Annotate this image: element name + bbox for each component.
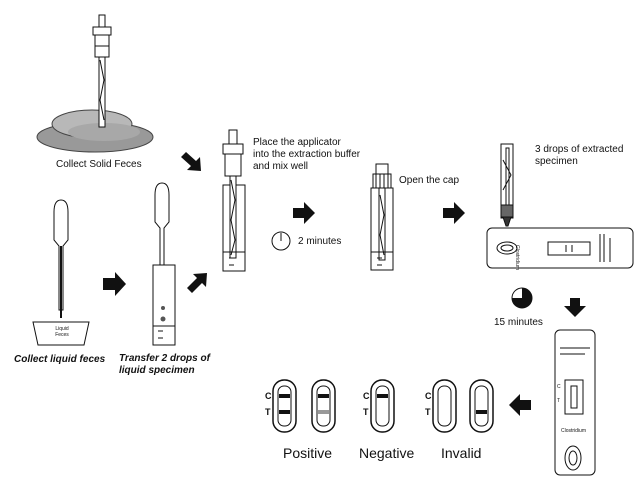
cassette-t-mark: T (557, 398, 561, 404)
result-negative-strip (370, 379, 395, 433)
step-wait-15-label: 15 minutes (494, 317, 543, 328)
tube-icon (370, 163, 394, 271)
arrow-icon (443, 202, 465, 224)
pipette-icon (53, 199, 69, 318)
step-place-applicator-label: Place the applicator into the extraction… (253, 137, 361, 172)
timer-icon (271, 231, 291, 251)
arrow-icon (103, 272, 126, 296)
test-cassette-icon (486, 227, 634, 269)
arrow-icon (564, 298, 586, 317)
tube-icon (152, 264, 176, 346)
liquid-feces-cup (32, 321, 90, 346)
dropper-tube-icon (500, 143, 514, 227)
step-transfer-drops-label: Transfer 2 drops of liquid specimen (119, 353, 210, 376)
result-invalid-strip-2 (469, 379, 494, 433)
result-invalid-label: Invalid (441, 445, 482, 461)
test-cassette-icon (554, 329, 596, 476)
cassette-brand-text: Clostridium (514, 245, 520, 271)
positive-c-label: C (265, 391, 272, 401)
result-negative-label: Negative (359, 445, 415, 461)
cassette-c-mark: C (557, 384, 561, 390)
cassette-brand-text-vertical: Clostridium (561, 428, 587, 434)
solid-feces-sample (36, 109, 154, 153)
arrow-icon (509, 394, 531, 416)
step-open-cap-label: Open the cap (399, 175, 460, 186)
step-collect-solid-label: Collect Solid Feces (56, 159, 142, 170)
applicator-icon (92, 14, 112, 128)
negative-t-label: T (363, 407, 369, 417)
arrow-icon (293, 202, 315, 224)
result-invalid-strip-1 (432, 379, 457, 433)
step-collect-liquid-label: Collect liquid feces (14, 354, 106, 365)
negative-c-label: C (363, 391, 370, 401)
positive-t-label: T (265, 407, 271, 417)
result-positive-label: Positive (283, 445, 333, 461)
step-wait-2-label: 2 minutes (298, 236, 342, 247)
step-three-drops-label: 3 drops of extracted specimen (535, 144, 624, 167)
liquid-feces-cup-label: Liquid Feces (55, 326, 69, 338)
arrow-icon (181, 152, 201, 171)
result-positive-strip-2 (311, 379, 336, 433)
pipette-icon (154, 182, 170, 291)
arrow-icon (187, 273, 207, 293)
invalid-t-label: T (425, 407, 431, 417)
result-positive-strip-1 (272, 379, 297, 433)
invalid-c-label: C (425, 391, 432, 401)
applicator-in-tube (222, 129, 246, 272)
timer-icon (511, 287, 533, 309)
